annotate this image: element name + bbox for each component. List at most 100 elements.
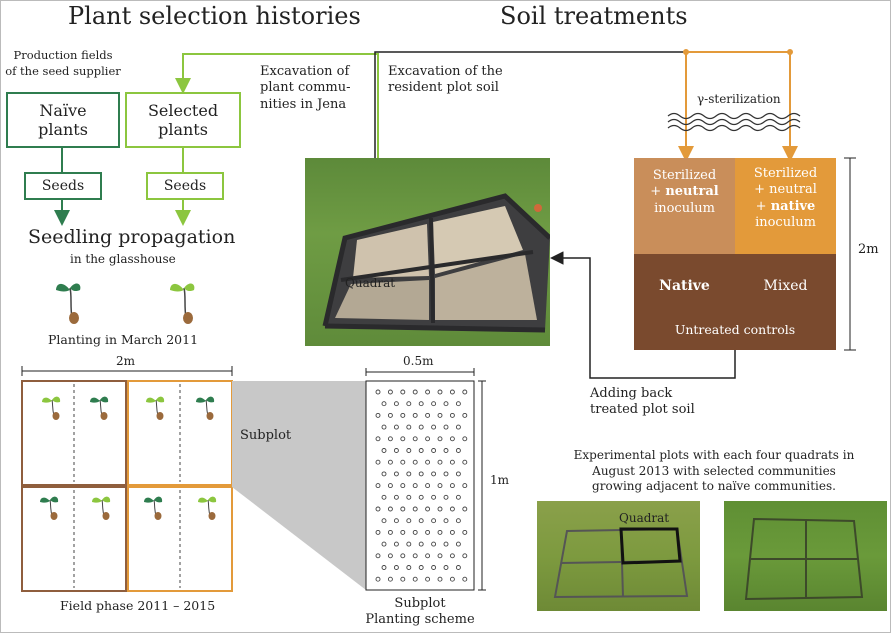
seedling-icon-selected (170, 283, 195, 324)
planting-dot (455, 471, 461, 477)
planting-dot (462, 506, 468, 512)
sterilized-neutral-plus: + (650, 184, 666, 200)
planting-dots (375, 389, 468, 582)
planting-dot (381, 494, 387, 500)
planting-dot (381, 424, 387, 430)
seedling-icon-naive (56, 283, 81, 324)
planting-dot (412, 436, 418, 442)
planting-dot (425, 529, 431, 535)
planting-dot (381, 518, 387, 524)
planting-dot (449, 529, 455, 535)
planting-dot (437, 483, 443, 489)
planting-dot (387, 506, 393, 512)
planting-dot (375, 576, 381, 582)
planting-dot (431, 518, 437, 524)
planting-dot (375, 483, 381, 489)
sterilized-native-line1: Sterilized (753, 166, 818, 181)
planting-dot (412, 483, 418, 489)
planting-dot (418, 471, 424, 477)
sterilized-native-cell: Sterilized + neutral + native inoculum (735, 158, 836, 254)
planting-dot (437, 553, 443, 559)
planting-dot (425, 459, 431, 465)
seeds-right-label: Seeds (163, 177, 207, 194)
plot-seedling-icon (40, 496, 59, 520)
planting-dot (375, 412, 381, 418)
planting-dot (455, 448, 461, 453)
sterilized-native-plus: + (755, 198, 771, 214)
planting-dot (443, 494, 449, 500)
planting-dot (375, 459, 381, 465)
planting-dot (455, 401, 461, 407)
planting-dot (381, 448, 387, 453)
planting-dot (431, 541, 437, 547)
planting-dot (455, 565, 461, 570)
planting-dot (437, 412, 443, 418)
seeds-left-box: Seeds (24, 172, 102, 200)
planting-dot (387, 436, 393, 442)
planting-dot (431, 471, 437, 477)
sterilized-neutral-bold: neutral (665, 184, 719, 200)
sterilized-neutral-line3: inoculum (654, 200, 715, 216)
planting-dot (431, 401, 437, 407)
experiment-caption: Experimental plots with each four quadra… (573, 448, 855, 494)
planting-dot (406, 494, 412, 500)
planting-dot (418, 424, 424, 430)
plot-seedling-icon (146, 396, 165, 420)
planting-dot (425, 506, 431, 512)
naive-plants-label: Naïve plants (38, 100, 88, 139)
planting-dot (400, 576, 406, 582)
planting-dot (375, 389, 381, 395)
planting-dot (406, 541, 412, 547)
dim-2m-top: 2m (116, 354, 136, 368)
planting-dot (412, 459, 418, 465)
experiment-photo-right (724, 501, 887, 611)
sterilized-neutral-line1: Sterilized (652, 168, 717, 183)
planting-dot (437, 389, 443, 395)
planting-dot (387, 483, 393, 489)
planting-dot (412, 553, 418, 559)
selected-plants-box: Selected plants (125, 92, 241, 148)
planting-dot (393, 424, 399, 430)
field-phase-label: Field phase 2011 – 2015 (60, 598, 216, 613)
planting-dot (443, 541, 449, 547)
planting-dot (455, 424, 461, 430)
planting-dot (431, 565, 437, 570)
planting-dot (425, 436, 431, 442)
planting-dot (455, 494, 461, 500)
planting-dot (387, 389, 393, 395)
planting-dot (418, 494, 424, 500)
planting-dot (412, 389, 418, 395)
planting-dot (406, 401, 412, 407)
planting-dot (400, 459, 406, 465)
planting-dot (418, 518, 424, 524)
planting-dot (375, 553, 381, 559)
planting-dot (449, 412, 455, 418)
planting-dot (425, 483, 431, 489)
dim-05m: 0.5m (403, 354, 434, 368)
planting-dot (375, 529, 381, 535)
planting-dot (406, 518, 412, 524)
planting-dot (412, 506, 418, 512)
planting-dot (375, 506, 381, 512)
glasshouse-label: in the glasshouse (70, 252, 176, 266)
planting-dot (449, 483, 455, 489)
planting-dot (443, 565, 449, 570)
planting-dot (462, 553, 468, 559)
planting-dot (387, 459, 393, 465)
planting-dot (449, 506, 455, 512)
subplot-scheme-caption: Subplot Planting scheme (365, 596, 475, 627)
planting-dot (381, 565, 387, 570)
excavation-soil-label: Excavation of the resident plot soil (388, 64, 503, 96)
plot-seedling-icon (198, 496, 217, 520)
planting-dot (400, 483, 406, 489)
heading-soil-treatments: Soil treatments (500, 2, 688, 30)
planting-dot (418, 401, 424, 407)
sterilized-native-line4: inoculum (755, 214, 816, 230)
planting-dot (425, 412, 431, 418)
selected-plants-label: Selected plants (147, 100, 219, 139)
planting-dot (449, 459, 455, 465)
planting-dot (443, 518, 449, 524)
planting-dot (431, 448, 437, 453)
plot-seedling-icon (92, 496, 111, 520)
planting-dot (431, 424, 437, 430)
